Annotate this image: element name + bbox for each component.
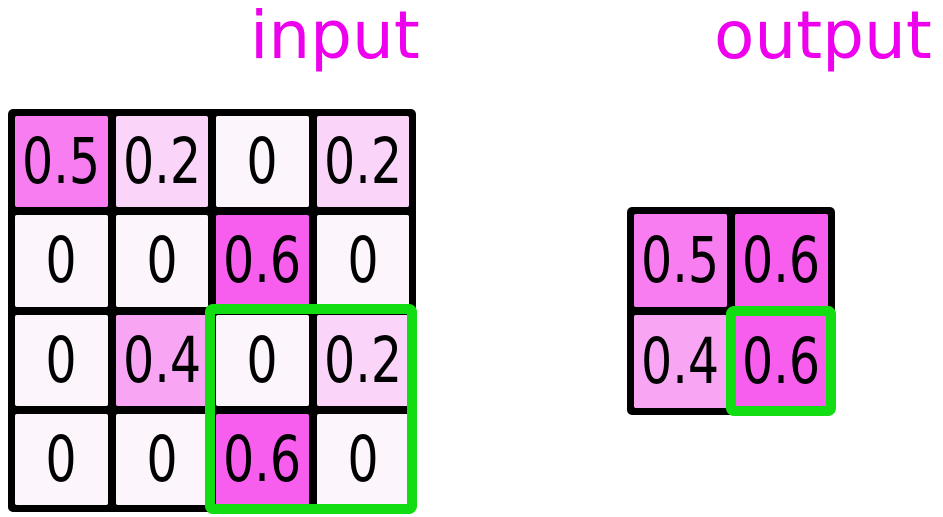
input-grid: 0.5 0.2 0 0.2 0 0 0.6 0 0 0.4 0 0.2 0 0 …	[8, 109, 416, 512]
input-grid-cell: 0	[15, 413, 108, 505]
cell-value: 0.4	[122, 323, 201, 397]
input-grid-cell: 0.2	[316, 314, 409, 406]
cell-value: 0	[146, 224, 178, 298]
input-title: input	[250, 0, 420, 74]
cell-value: 0	[146, 422, 178, 496]
cell-value: 0.2	[323, 323, 402, 397]
output-grid-cell: 0.6	[735, 315, 828, 408]
cell-value: 0	[45, 224, 77, 298]
cell-value: 0.2	[323, 125, 402, 199]
input-grid-cell: 0	[15, 215, 108, 307]
input-grid-cell: 0	[216, 314, 309, 406]
cell-value: 0.6	[223, 224, 302, 298]
cell-value: 0.5	[22, 125, 101, 199]
cell-value: 0	[45, 422, 77, 496]
input-grid-cell: 0	[316, 413, 409, 505]
input-grid-cell: 0	[15, 314, 108, 406]
cell-value: 0	[45, 323, 77, 397]
output-grid: 0.5 0.6 0.4 0.6	[627, 207, 835, 415]
cell-value: 0.6	[223, 422, 302, 496]
cell-value: 0.6	[742, 325, 821, 398]
output-grid-cell: 0.5	[634, 214, 727, 307]
cell-value: 0.4	[641, 325, 720, 398]
output-grid-cell: 0.4	[634, 315, 727, 408]
input-grid-cell: 0.5	[15, 116, 108, 208]
input-grid-cell: 0.6	[216, 413, 309, 505]
input-grid-cell: 0.2	[316, 116, 409, 208]
cell-value: 0.5	[641, 224, 720, 297]
cell-value: 0.2	[122, 125, 201, 199]
cell-value: 0	[347, 224, 379, 298]
input-grid-cell: 0.2	[115, 116, 208, 208]
input-grid-cell: 0	[316, 215, 409, 307]
input-grid-cell: 0.4	[115, 314, 208, 406]
cell-value: 0.6	[742, 224, 821, 297]
input-grid-cell: 0	[216, 116, 309, 208]
output-grid-cell: 0.6	[735, 214, 828, 307]
input-grid-cell: 0	[115, 413, 208, 505]
cell-value: 0	[246, 125, 278, 199]
output-title: output	[714, 0, 932, 74]
input-grid-cell: 0.6	[216, 215, 309, 307]
cell-value: 0	[246, 323, 278, 397]
input-grid-cell: 0	[115, 215, 208, 307]
cell-value: 0	[347, 422, 379, 496]
